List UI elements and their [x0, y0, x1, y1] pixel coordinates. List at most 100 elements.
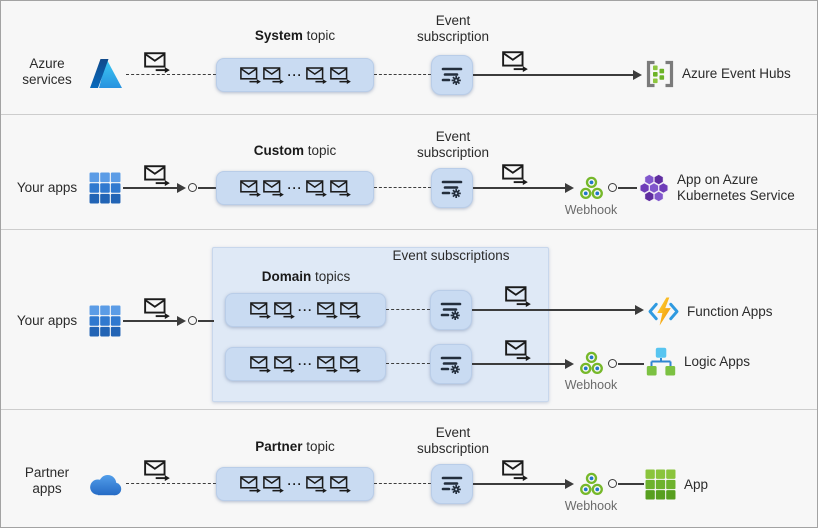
- source-label: Your apps: [16, 180, 78, 195]
- event-subscription-box: [431, 464, 473, 504]
- envelope-icon: [317, 302, 338, 319]
- arrowhead: [177, 316, 186, 326]
- arrowhead: [565, 359, 574, 369]
- arrowhead: [635, 305, 644, 315]
- dashed-connector: [374, 74, 431, 75]
- envelope-icon: [240, 67, 261, 84]
- webhook-icon: [578, 350, 605, 377]
- envelope-icon: [306, 180, 327, 197]
- envelope-icon: [330, 476, 351, 493]
- source-label: Azure services: [22, 56, 72, 88]
- partner-topic-box: ···: [216, 467, 374, 501]
- event-envelope-icon: [502, 164, 528, 185]
- event-subscriptions-label: Event subscriptions: [392, 248, 510, 263]
- ellipsis: ···: [298, 303, 313, 317]
- envelope-icon: [250, 356, 271, 373]
- envelope-icon: [250, 302, 271, 319]
- line-connector: [198, 187, 216, 189]
- app-grid-icon: [645, 469, 676, 500]
- event-envelope-icon: [502, 51, 528, 72]
- event-envelope-icon: [144, 298, 170, 319]
- envelope-icon: [274, 302, 295, 319]
- envelope-icon: [340, 302, 361, 319]
- connector-circle: [608, 359, 617, 368]
- event-subscription-label: Event subscription: [416, 129, 490, 161]
- webhook-label: Webhook: [564, 203, 618, 217]
- topic-label-rest: topic: [303, 143, 337, 158]
- row-divider: [1, 409, 817, 410]
- event-subscription-box: [430, 290, 472, 330]
- envelope-icon: [263, 476, 284, 493]
- connector-circle: [608, 479, 617, 488]
- connector-circle: [188, 183, 197, 192]
- filter-gear-icon: [438, 297, 464, 323]
- logic-apps-icon: [645, 346, 677, 376]
- filter-gear-icon: [439, 471, 465, 497]
- event-subscription-label: Event subscription: [416, 13, 490, 45]
- topic-label-bold: Domain: [261, 269, 312, 284]
- envelope-icon: [330, 67, 351, 84]
- your-apps-grid-icon: [89, 172, 121, 204]
- target-label: App: [684, 477, 709, 492]
- topic-label: Domain topics: [226, 269, 386, 285]
- ellipsis: ···: [287, 68, 303, 82]
- topic-label-bold: Partner: [255, 439, 303, 454]
- domain-topic-box: ···: [225, 293, 386, 327]
- dashed-connector: [374, 483, 431, 484]
- event-hubs-icon: [645, 59, 675, 89]
- ellipsis: ···: [287, 181, 303, 195]
- arrow-connector: [472, 363, 565, 365]
- azure-logo-icon: [89, 58, 123, 89]
- envelope-icon: [240, 180, 261, 197]
- arrow-connector: [123, 187, 179, 189]
- envelope-icon: [306, 67, 327, 84]
- ellipsis: ···: [298, 357, 313, 371]
- envelope-icon: [274, 356, 295, 373]
- source-label: Partner apps: [24, 465, 70, 497]
- connector-circle: [188, 316, 197, 325]
- event-envelope-icon: [144, 460, 170, 481]
- dashed-connector: [126, 74, 216, 75]
- arrow-connector: [473, 74, 633, 76]
- target-label: Logic Apps: [684, 354, 751, 369]
- webhook-icon: [578, 175, 605, 202]
- event-subscription-label: Event subscription: [416, 425, 490, 457]
- envelope-icon: [263, 180, 284, 197]
- topic-label: System topic: [216, 28, 374, 44]
- partner-cloud-icon: [86, 470, 124, 497]
- webhook-label: Webhook: [564, 499, 618, 513]
- arrow-connector: [473, 187, 565, 189]
- topic-label: Custom topic: [216, 143, 374, 159]
- function-apps-icon: [648, 297, 679, 326]
- dashed-connector: [386, 363, 430, 364]
- filter-gear-icon: [439, 62, 465, 88]
- arrowhead: [177, 183, 186, 193]
- envelope-icon: [330, 180, 351, 197]
- line-connector: [618, 363, 644, 365]
- line-connector: [618, 187, 637, 189]
- topic-label-bold: Custom: [253, 143, 304, 158]
- source-label: Your apps: [16, 313, 78, 328]
- system-topic-box: ···: [216, 58, 374, 92]
- topic-label-rest: topic: [302, 439, 335, 454]
- dashed-connector: [374, 187, 431, 188]
- aks-icon: [638, 173, 670, 203]
- arrowhead: [633, 70, 642, 80]
- arrow-connector: [123, 320, 179, 322]
- event-envelope-icon: [144, 165, 170, 186]
- row-divider: [1, 114, 817, 115]
- target-label: Function Apps: [687, 304, 773, 319]
- event-envelope-icon: [505, 340, 531, 361]
- event-envelope-icon: [505, 286, 531, 307]
- your-apps-grid-icon: [89, 305, 121, 337]
- line-connector: [198, 320, 214, 322]
- event-envelope-icon: [144, 52, 170, 73]
- dashed-connector: [126, 483, 216, 484]
- topic-label-rest: topic: [302, 28, 336, 43]
- envelope-icon: [340, 356, 361, 373]
- event-subscription-box: [430, 344, 472, 384]
- arrow-connector: [473, 483, 565, 485]
- envelope-icon: [317, 356, 338, 373]
- event-subscription-box: [431, 168, 473, 208]
